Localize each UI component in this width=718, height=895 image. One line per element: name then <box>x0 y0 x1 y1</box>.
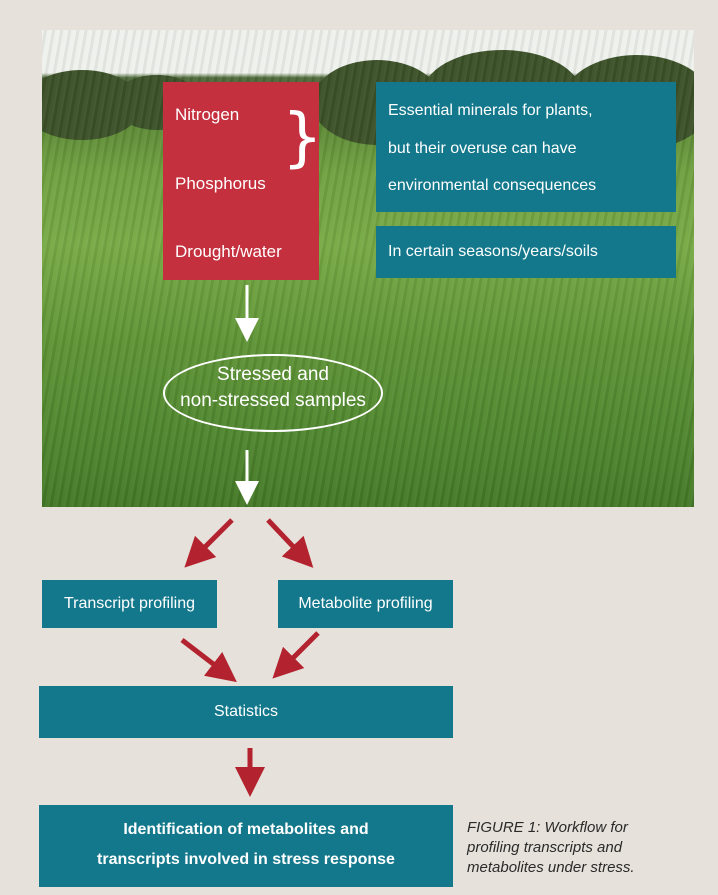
identification-line: Identification of metabolites and <box>123 821 369 838</box>
drought-label: Drought/water <box>175 242 282 261</box>
statistics-box: Statistics <box>39 686 453 738</box>
minerals-note-line: environmental consequences <box>388 177 597 194</box>
metabolite-profiling-box: Metabolite profiling <box>278 580 453 628</box>
arrow-transcript-to-statistics <box>180 638 237 683</box>
seasons-note-box: In certain seasons/years/soils <box>376 226 676 278</box>
minerals-note-box: Essential minerals for plants, but their… <box>376 82 676 212</box>
seasons-note-text: In certain seasons/years/soils <box>388 243 598 260</box>
samples-label: Stressed and non-stressed samples <box>163 362 383 414</box>
minerals-note-line: Essential minerals for plants, <box>388 102 593 119</box>
arrow-to-metabolite <box>266 518 314 568</box>
metabolite-profiling-label: Metabolite profiling <box>298 595 433 612</box>
caption-line: metabolites under stress. <box>467 859 635 876</box>
phosphorus-label: Phosphorus <box>175 174 266 193</box>
identification-box: Identification of metabolites and transc… <box>39 805 453 887</box>
caption-line: FIGURE 1: Workflow for <box>467 819 628 836</box>
curly-brace-icon: } <box>282 101 323 175</box>
samples-label-line: non-stressed samples <box>180 390 366 411</box>
identification-line: transcripts involved in stress response <box>97 851 395 868</box>
transcript-profiling-box: Transcript profiling <box>42 580 217 628</box>
nitrogen-label: Nitrogen <box>175 105 240 124</box>
transcript-profiling-label: Transcript profiling <box>63 595 195 612</box>
minerals-note-line: but their overuse can have <box>388 140 577 157</box>
arrow-metabolite-to-statistics <box>272 631 320 679</box>
arrow-to-transcript <box>184 518 234 568</box>
statistics-label: Statistics <box>213 703 278 720</box>
samples-label-line: Stressed and <box>217 364 329 385</box>
caption-line: profiling transcripts and <box>467 839 623 856</box>
figure-caption: FIGURE 1: Workflow for profiling transcr… <box>467 818 717 878</box>
stress-factors-box: Nitrogen Phosphorus Drought/water } <box>163 82 323 280</box>
samples-ellipse <box>163 354 383 432</box>
